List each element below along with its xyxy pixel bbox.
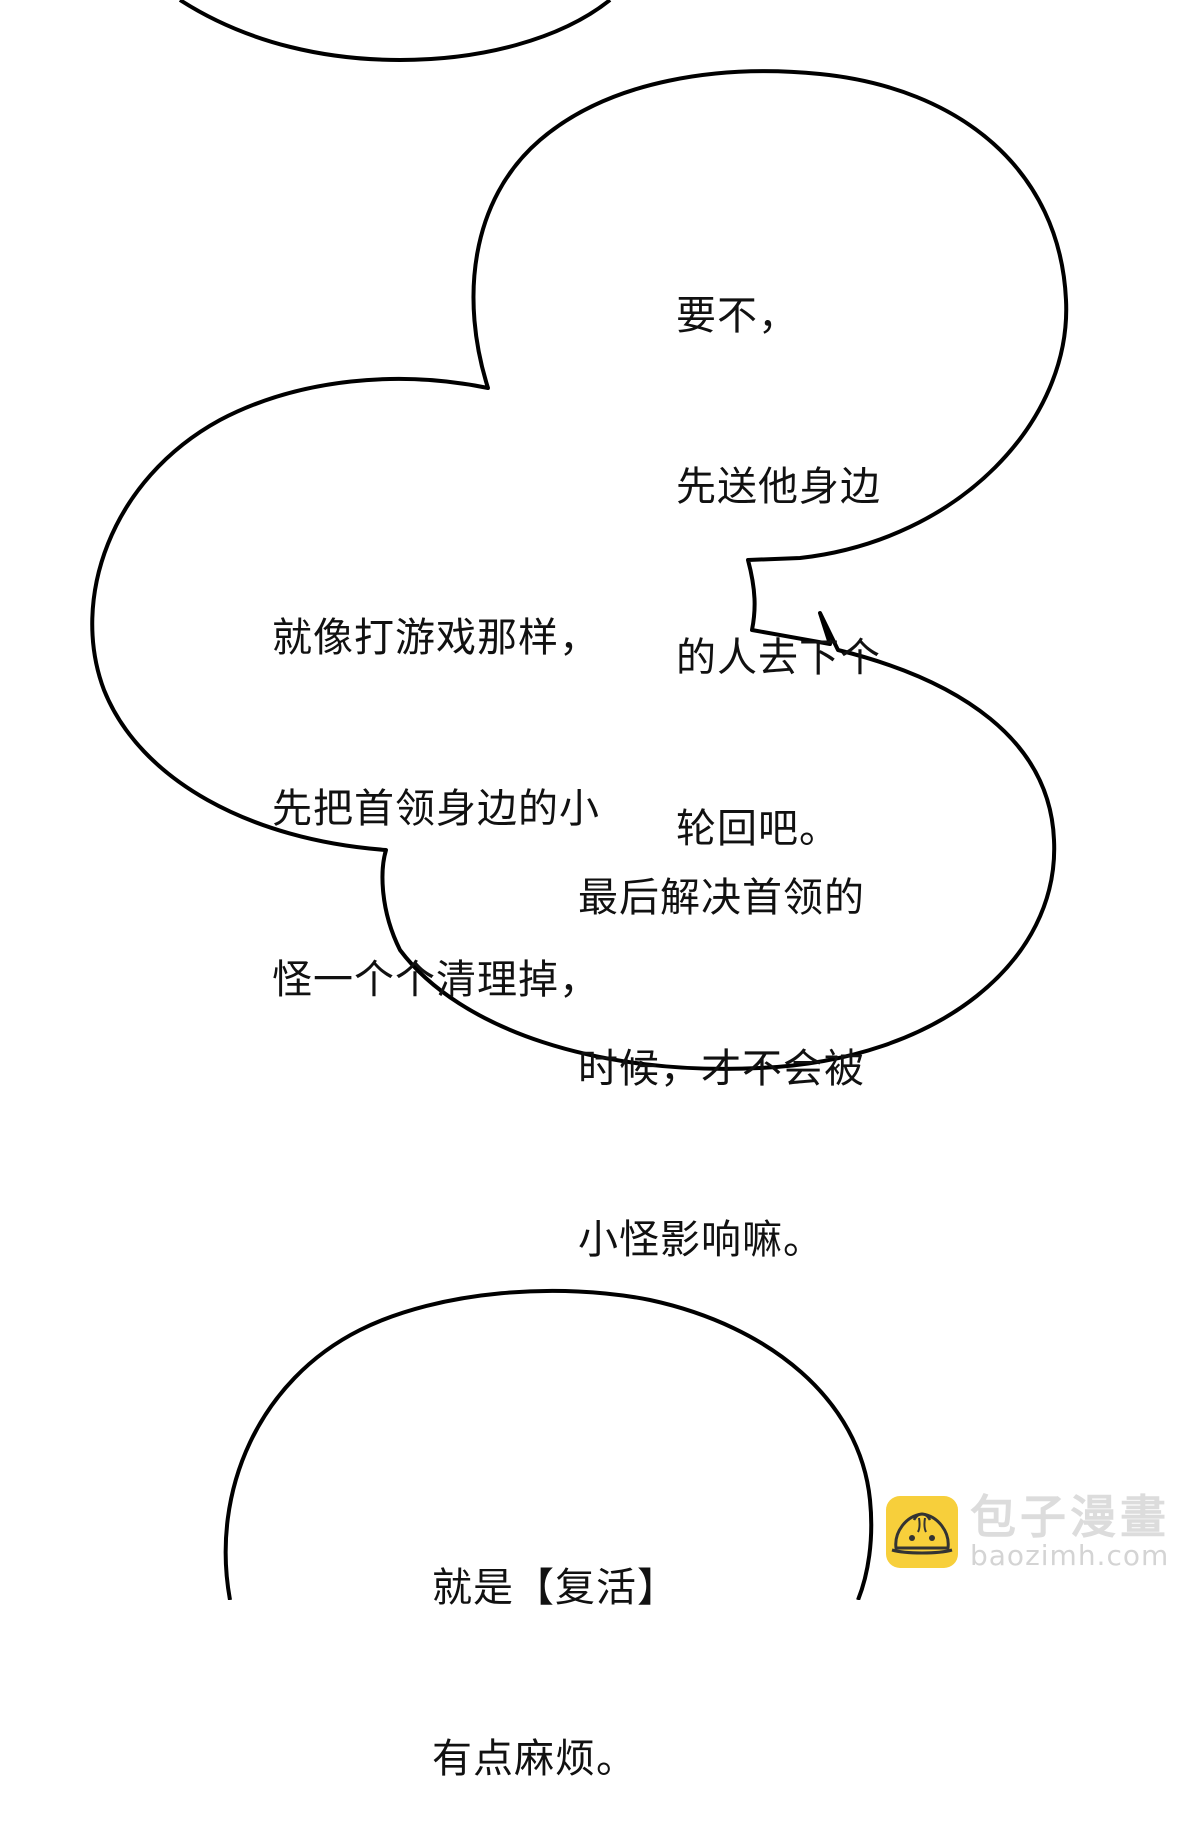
bubble-1-line: 轮回吧。 bbox=[676, 806, 840, 852]
bubble-4-line: 就是【复活】 bbox=[432, 1565, 678, 1611]
bubble-4-text: 就是【复活】 有点麻烦。 bbox=[432, 1446, 678, 1845]
speech-bubbles-layer bbox=[90, 0, 1069, 1600]
bubble-4-line: 有点麻烦。 bbox=[432, 1736, 637, 1782]
speech-bubble-top-partial bbox=[178, 0, 612, 63]
watermark: 包子漫畫 baozimh.com bbox=[886, 1494, 1170, 1570]
bubble-1-line: 要不， bbox=[676, 293, 799, 339]
bubble-3-line: 时候，才不会被 bbox=[578, 1046, 865, 1092]
bubble-1-text: 要不， 先送他身边 的人去下个 轮回吧。 bbox=[676, 174, 881, 915]
speech-bubble-cluster bbox=[90, 69, 1069, 1071]
bubble-1-line: 的人去下个 bbox=[676, 635, 881, 681]
bubble-1-line: 先送他身边 bbox=[676, 464, 881, 510]
watermark-url: baozimh.com bbox=[970, 1539, 1170, 1572]
bubble-2-line: 就像打游戏那样， bbox=[272, 615, 600, 661]
baozi-bun-icon bbox=[886, 1496, 958, 1568]
bubble-3-line: 最后解决首领的 bbox=[578, 875, 865, 921]
bubble-2-line: 先把首领身边的小 bbox=[272, 786, 600, 832]
bubble-2-line: 怪一个个清理掉， bbox=[272, 957, 600, 1003]
bubble-3-line: 小怪影响嘛。 bbox=[578, 1217, 824, 1263]
bubble-2-text: 就像打游戏那样， 先把首领身边的小 怪一个个清理掉， bbox=[272, 496, 600, 1066]
speech-bubble-bottom bbox=[223, 1288, 874, 1600]
bubble-3-text: 最后解决首领的 时候，才不会被 小怪影响嘛。 bbox=[578, 756, 865, 1326]
watermark-title: 包子漫畫 bbox=[970, 1490, 1170, 1544]
